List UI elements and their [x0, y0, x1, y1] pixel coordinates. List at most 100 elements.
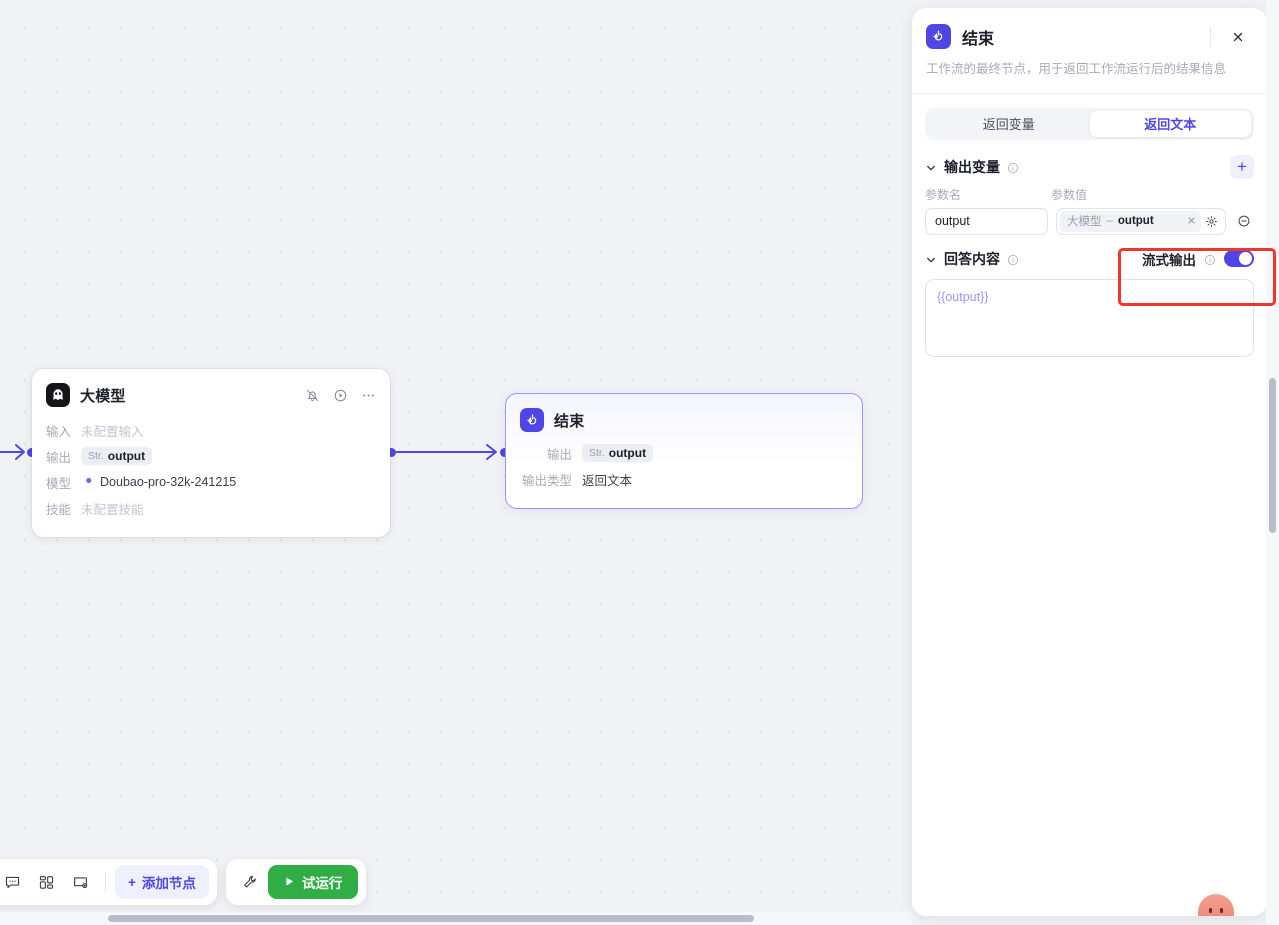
node-llm-title: 大模型 — [80, 387, 126, 405]
panel-description: 工作流的最终节点，用于返回工作流运行后的结果信息 — [926, 62, 1227, 76]
row-key: 输出 — [46, 450, 72, 465]
note-icon[interactable] — [64, 867, 96, 897]
mascot-eye-right — [1220, 908, 1223, 913]
panel-header-right — [1210, 26, 1253, 48]
play-icon — [284, 875, 295, 890]
node-llm[interactable]: 大模型 — [32, 369, 390, 537]
output-variable-row: 大模型 – output — [912, 207, 1267, 235]
bell-off-icon[interactable] — [304, 387, 320, 403]
node-llm-row-skill: 技能 未配置技能 — [46, 495, 376, 521]
output-variable-pill: Str. output — [582, 444, 654, 462]
variable-name-input[interactable] — [925, 207, 1048, 235]
node-llm-row-model: 模型 Doubao-pro-32k-241215 — [46, 469, 376, 495]
toolbar-main-group: + 添加节点 — [0, 859, 217, 905]
panel-tabs: 返回变量 返回文本 — [925, 107, 1254, 140]
header-divider — [1210, 26, 1211, 47]
run-test-button[interactable]: 试运行 — [267, 865, 359, 899]
row-value-wrap: Doubao-pro-32k-241215 — [81, 474, 236, 490]
more-icon[interactable] — [360, 387, 376, 403]
node-llm-header: 大模型 — [32, 369, 390, 413]
variable-name: output — [608, 446, 647, 460]
output-variable-title: 输出变量 — [944, 158, 1000, 175]
toolbar-run-group: 试运行 — [225, 859, 367, 905]
column-header-value: 参数值 — [1051, 187, 1088, 202]
tab-return-variable[interactable]: 返回变量 — [982, 117, 1035, 133]
add-output-variable-button[interactable]: + — [1230, 154, 1254, 179]
variable-reference-chip[interactable]: 大模型 – output — [1060, 210, 1201, 232]
close-icon[interactable] — [1227, 26, 1249, 48]
toggle-knob — [1239, 252, 1252, 266]
answer-content-textarea[interactable] — [925, 278, 1254, 357]
canvas-hscrollbar-track[interactable] — [0, 912, 912, 925]
node-llm-row-output: 输出 Str. output — [46, 443, 376, 469]
row-key: 输出类型 — [521, 473, 572, 488]
node-end-header: 结束 — [506, 394, 862, 438]
wrench-icon[interactable] — [234, 867, 266, 897]
info-icon[interactable] — [1007, 161, 1019, 173]
assistant-mascot[interactable] — [1198, 894, 1234, 916]
node-end[interactable]: 结束 输出 Str. output 输出类型 返回文本 — [505, 393, 863, 509]
reference-node-name: 大模型 — [1067, 216, 1102, 229]
port-end-input[interactable] — [500, 448, 509, 457]
variable-name: output — [107, 449, 146, 463]
variable-type-tag: Str. — [88, 450, 104, 462]
row-value: 未配置技能 — [81, 502, 144, 517]
llm-avatar-icon — [46, 383, 70, 407]
port-llm-output[interactable] — [387, 448, 396, 457]
node-end-row-output-type: 输出类型 返回文本 — [520, 466, 848, 492]
row-key: 技能 — [46, 502, 72, 517]
mascot-eye-left — [1209, 908, 1212, 913]
node-llm-row-input: 输入 未配置输入 — [46, 417, 376, 443]
plus-icon: + — [128, 874, 136, 890]
stream-output-toggle[interactable] — [1224, 250, 1254, 268]
info-icon[interactable] — [1007, 253, 1019, 265]
stream-output-control: 流式输出 — [1142, 249, 1254, 269]
end-node-icon — [520, 408, 544, 432]
row-value: 未配置输入 — [81, 424, 144, 439]
answer-content-title: 回答内容 — [944, 250, 1000, 267]
reference-dash: – — [1106, 215, 1113, 228]
bottom-toolbar: + 添加节点 试运行 — [0, 859, 367, 905]
gear-icon[interactable] — [1201, 215, 1221, 228]
node-end-row-output: 输出 Str. output — [520, 440, 848, 466]
stream-output-label: 流式输出 — [1142, 252, 1196, 268]
column-header-name: 参数名 — [925, 187, 962, 202]
row-key: 输出 — [546, 447, 572, 462]
close-small-icon[interactable] — [1187, 214, 1196, 228]
add-node-label: 添加节点 — [141, 876, 196, 891]
canvas-hscrollbar-thumb[interactable] — [108, 915, 754, 922]
chevron-down-icon[interactable] — [925, 253, 937, 265]
row-value: 返回文本 — [582, 473, 633, 488]
minus-circle-icon[interactable] — [1234, 211, 1254, 231]
node-llm-actions — [304, 387, 376, 403]
play-circle-icon[interactable] — [332, 387, 348, 403]
node-config-panel: 结束 工作流的最终节点，用于返回工作流运行后的结果信息 返回变量 返回文本 输出… — [912, 8, 1267, 916]
panel-vscrollbar-thumb[interactable] — [1269, 378, 1276, 533]
output-variable-section-header: 输出变量 + — [912, 148, 1267, 186]
workflow-canvas[interactable]: 大模型 — [0, 0, 912, 925]
node-end-body: 输出 Str. output 输出类型 返回文本 — [506, 438, 862, 508]
comment-icon[interactable] — [0, 867, 28, 897]
port-llm-input[interactable] — [27, 448, 36, 457]
panel-title: 结束 — [962, 30, 995, 48]
model-name: Doubao-pro-32k-241215 — [100, 475, 237, 489]
answer-content-section-header: 回答内容 流式输出 — [912, 239, 1267, 279]
variable-value-field[interactable]: 大模型 – output — [1056, 207, 1226, 235]
panel-divider — [912, 92, 1267, 94]
output-variable-pill: Str. output — [81, 447, 153, 465]
node-end-title: 结束 — [554, 412, 585, 430]
output-variable-column-headers: 参数名 参数值 — [912, 186, 1267, 203]
chevron-down-icon[interactable] — [925, 161, 937, 173]
variable-type-tag: Str. — [589, 447, 605, 459]
info-icon[interactable] — [1204, 253, 1216, 265]
panel-vscrollbar-track[interactable] — [1266, 0, 1279, 925]
row-key: 输入 — [46, 424, 72, 439]
toolbar-divider — [105, 872, 106, 892]
panel-header: 结束 — [912, 8, 1267, 49]
layout-icon[interactable] — [30, 867, 62, 897]
tab-return-text[interactable]: 返回文本 — [1089, 110, 1251, 137]
reference-field-name: output — [1117, 215, 1154, 228]
add-node-button[interactable]: + 添加节点 — [115, 865, 209, 899]
run-test-label: 试运行 — [301, 876, 343, 891]
node-llm-body: 输入 未配置输入 输出 Str. output 模型 — [32, 413, 390, 537]
